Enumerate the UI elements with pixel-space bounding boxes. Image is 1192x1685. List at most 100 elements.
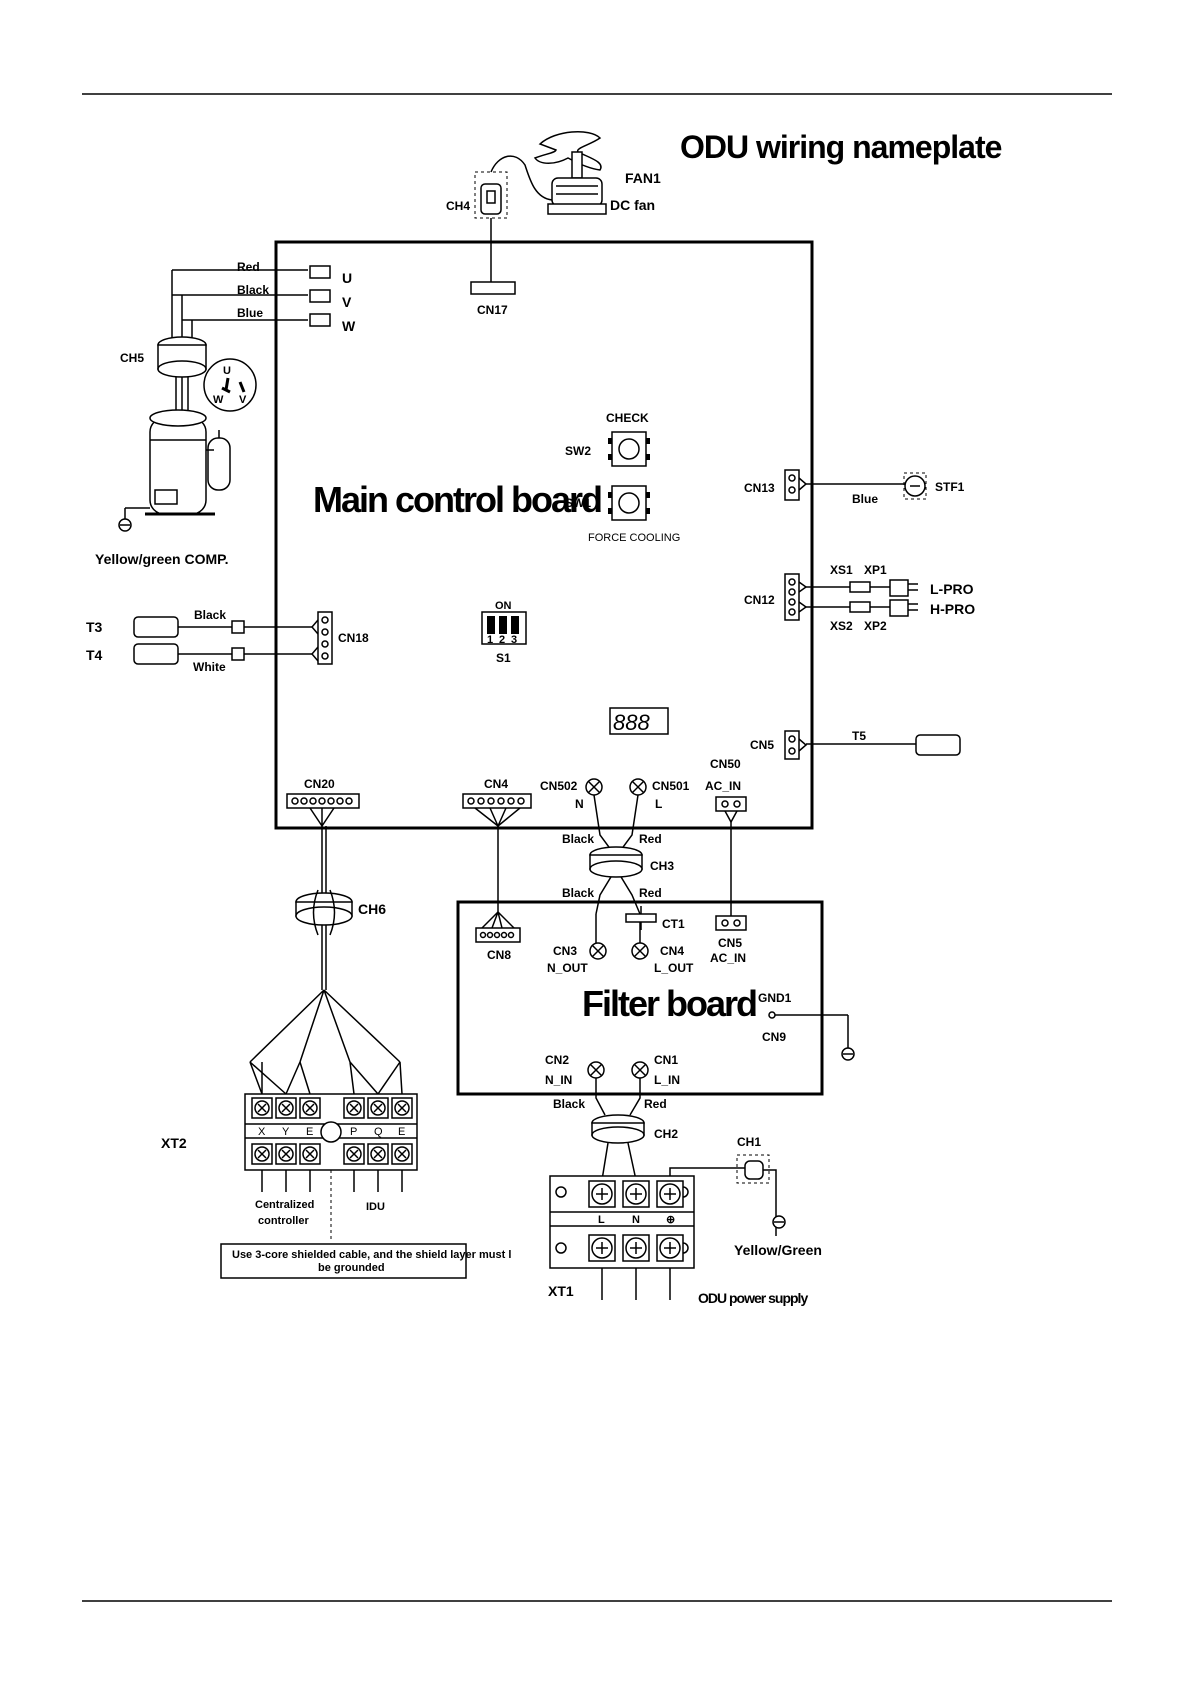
cn501-terminal-icon bbox=[629, 778, 647, 796]
xt2-screw-icon bbox=[391, 1097, 413, 1119]
xt2-term-label: E bbox=[306, 1126, 313, 1138]
terminal-w bbox=[309, 313, 331, 327]
xt2-screw-icon bbox=[275, 1143, 297, 1165]
cn18-label: CN18 bbox=[338, 631, 369, 645]
cn5-filter-connector bbox=[715, 915, 747, 931]
gnd1-point-icon bbox=[768, 1011, 776, 1019]
xt2-label: XT2 bbox=[161, 1135, 187, 1151]
cn4-main-label: CN4 bbox=[484, 777, 508, 791]
xt2-screw-icon bbox=[367, 1143, 389, 1165]
ch2-label: CH2 bbox=[654, 1127, 678, 1141]
idu-label: IDU bbox=[366, 1201, 385, 1213]
power-black-label: Black bbox=[553, 1097, 585, 1111]
cn3-terminal-icon bbox=[589, 942, 607, 960]
ct1-label: CT1 bbox=[662, 917, 685, 931]
cn3-nout-label: N_OUT bbox=[547, 961, 588, 975]
xt1-screw-icon bbox=[656, 1234, 684, 1262]
cn2-label: CN2 bbox=[545, 1053, 569, 1067]
ch1-choke-icon bbox=[744, 1160, 764, 1180]
sw2-button-icon bbox=[608, 431, 650, 467]
sw2-label: SW2 bbox=[565, 444, 591, 458]
sensor-white-label: White bbox=[193, 660, 226, 674]
fan-type: DC fan bbox=[610, 197, 655, 213]
cn5-label: CN5 bbox=[750, 738, 774, 752]
ct1-transformer-icon bbox=[625, 906, 657, 930]
xt1-screw-icon bbox=[622, 1234, 650, 1262]
xt2-term-label: Q bbox=[374, 1126, 383, 1138]
dip-on-label: ON bbox=[495, 600, 512, 612]
xt2-screw-icon bbox=[299, 1143, 321, 1165]
xt2-screw-icon bbox=[343, 1143, 365, 1165]
ch4-outline bbox=[474, 171, 508, 219]
ch3-black-bot: Black bbox=[562, 886, 594, 900]
ground-icon-comp bbox=[118, 518, 132, 532]
t5-sensor-icon bbox=[915, 734, 961, 756]
t3-plug-icon bbox=[231, 620, 245, 634]
xt2-screw-icon bbox=[299, 1097, 321, 1119]
ch3-red-bot: Red bbox=[639, 886, 662, 900]
xt2-screw-icon bbox=[251, 1143, 273, 1165]
cn50-acin-label: AC_IN bbox=[705, 779, 741, 793]
main-control-board bbox=[274, 240, 814, 830]
filter-board-label: Filter board bbox=[582, 983, 756, 1024]
xt1-label: XT1 bbox=[548, 1283, 574, 1299]
xt1-screw-icon bbox=[656, 1180, 684, 1208]
fan-id: FAN1 bbox=[625, 170, 661, 186]
fan-icon bbox=[533, 131, 607, 215]
uvw-w: W bbox=[213, 394, 224, 406]
xs2-plug-icon bbox=[849, 601, 871, 613]
cn8-connector bbox=[475, 927, 521, 943]
xt1-screw-icon bbox=[588, 1234, 616, 1262]
cn501-l-label: L bbox=[655, 797, 662, 811]
xs2-label: XS2 bbox=[830, 619, 853, 633]
t3-sensor-icon bbox=[133, 616, 179, 638]
cn17-connector bbox=[470, 281, 516, 295]
stf1-coil-icon bbox=[903, 472, 927, 500]
xt2-screw-icon bbox=[275, 1097, 297, 1119]
cn17-label: CN17 bbox=[477, 303, 508, 317]
lpro-label: L-PRO bbox=[930, 581, 974, 597]
cn18-connector bbox=[317, 611, 333, 665]
cn12-label: CN12 bbox=[744, 593, 775, 607]
yellow-green-label: Yellow/Green bbox=[734, 1242, 822, 1258]
xt2-term-label: X bbox=[258, 1126, 266, 1138]
cn5-filter-acin-label: AC_IN bbox=[710, 951, 746, 965]
cn50-label: CN50 bbox=[710, 757, 741, 771]
uvw-u: U bbox=[223, 365, 231, 377]
cn12-connector bbox=[784, 573, 800, 621]
ch4-label: CH4 bbox=[446, 199, 470, 213]
shield-note-2: be grounded bbox=[318, 1262, 385, 1274]
xt1-term-label: L bbox=[598, 1214, 605, 1226]
wire-blue-label: Blue bbox=[237, 306, 263, 320]
t3-label: T3 bbox=[86, 619, 103, 635]
t5-label: T5 bbox=[852, 729, 866, 743]
shield-note-1: Use 3-core shielded cable, and the shiel… bbox=[232, 1249, 511, 1261]
terminal-w-label: W bbox=[342, 318, 356, 334]
cn1-label: CN1 bbox=[654, 1053, 678, 1067]
ground-icon-power bbox=[772, 1215, 786, 1229]
xt2-screw-icon bbox=[391, 1143, 413, 1165]
xt2-term-label: Y bbox=[282, 1126, 290, 1138]
cn20-label: CN20 bbox=[304, 777, 335, 791]
cn1-terminal-icon bbox=[631, 1061, 649, 1079]
uvw-connector-icon bbox=[203, 358, 257, 412]
sw1-label: SW1 bbox=[565, 496, 591, 510]
check-label: CHECK bbox=[606, 411, 649, 425]
xp1-label: XP1 bbox=[864, 563, 887, 577]
wire-red-label: Red bbox=[237, 260, 260, 274]
cn1-lin-label: L_IN bbox=[654, 1073, 680, 1087]
xt2-center-hole bbox=[320, 1121, 342, 1143]
cn9-label: CN9 bbox=[762, 1030, 786, 1044]
digit-display bbox=[609, 707, 669, 735]
gnd1-label: GND1 bbox=[758, 991, 792, 1005]
wire-black-label: Black bbox=[237, 283, 269, 297]
hpro-switch-icon bbox=[889, 599, 909, 617]
cn4-main-connector bbox=[462, 793, 532, 809]
t4-plug-icon bbox=[231, 647, 245, 661]
ch3-label: CH3 bbox=[650, 859, 674, 873]
t4-sensor-icon bbox=[133, 643, 179, 665]
cn2-nin-label: N_IN bbox=[545, 1073, 572, 1087]
xp2-label: XP2 bbox=[864, 619, 887, 633]
ch3-black-top: Black bbox=[562, 832, 594, 846]
